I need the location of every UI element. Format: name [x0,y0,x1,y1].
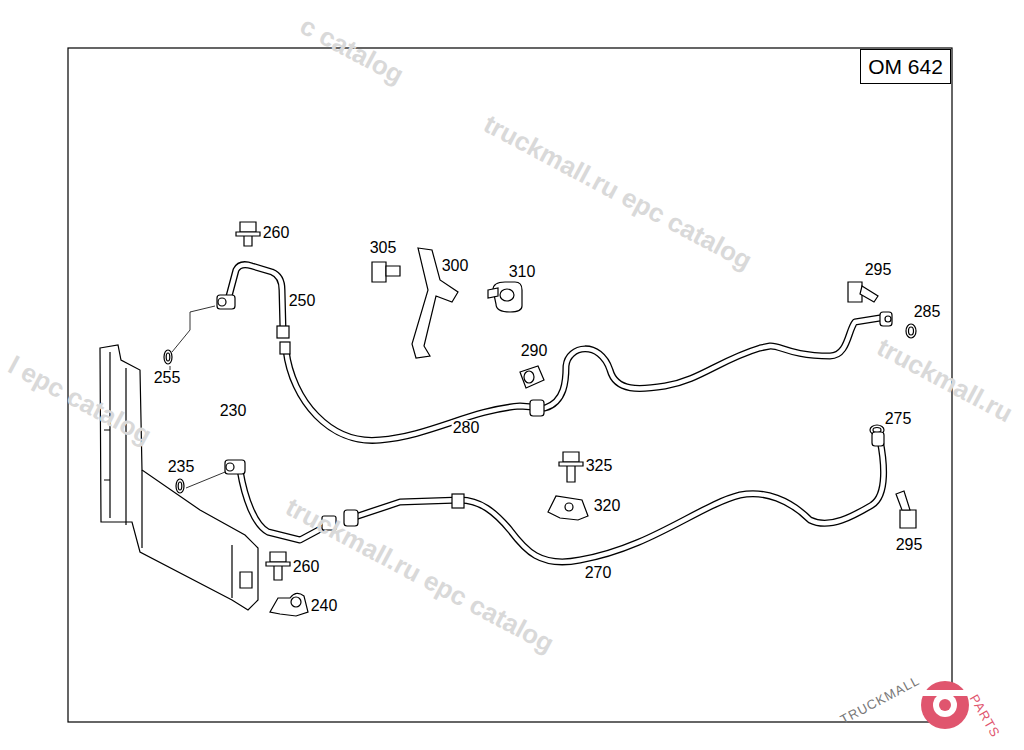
line-clip [270,593,308,616]
callout-number: 320 [593,498,622,514]
watermark: l epc catalog [4,352,155,449]
callout-number: 295 [895,537,924,553]
callout-number: 240 [310,598,339,614]
callout-number: 270 [584,565,613,581]
engine-code-box: OM 642 [860,49,951,84]
o-ring [906,324,916,338]
banjo-fitting [217,295,235,309]
bolt [559,452,583,482]
watermark: truckmall.ru epc catalog [282,493,558,656]
hose-crimp [452,494,464,508]
bolt [372,262,400,282]
callout-number: 230 [219,403,248,419]
callout-number: 290 [520,343,549,359]
callout-number: 235 [167,459,196,475]
bolt [896,491,916,528]
logo-text: TRUCKMALL [838,674,922,727]
hose-end [280,342,290,354]
callout-number: 255 [153,370,182,386]
frame [68,48,952,722]
watermark: truckmall.ru epc catalog [480,110,756,273]
bolt [848,282,878,302]
callout-number: 260 [292,559,321,575]
callout-number: 280 [452,420,481,436]
line-flange [880,312,892,326]
logo-text: PARTS [968,692,1003,739]
bolt [266,552,290,580]
callout-number: 295 [864,262,893,278]
callout-number: 250 [288,293,317,309]
hose-nut [277,326,289,338]
banjo-fitting [225,460,245,474]
watermark: c catalog [296,12,408,88]
logo-icon [921,681,969,729]
rubber-grommet [520,366,544,388]
o-ring [176,479,184,493]
hose-crimp [530,400,544,416]
callout-number: 285 [913,304,942,320]
hose-clamp [488,282,522,312]
oil-cooler [100,345,258,610]
bolt [236,222,260,246]
callout-number: 275 [884,411,913,427]
engine-code: OM 642 [868,55,943,79]
o-ring [164,350,172,364]
line-clip [548,496,588,520]
line-flange [872,432,884,446]
callout-number: 325 [585,458,614,474]
callout-number: 305 [369,240,398,256]
callout-number: 300 [441,258,470,274]
callout-number: 260 [262,225,291,241]
callout-number: 310 [508,264,537,280]
